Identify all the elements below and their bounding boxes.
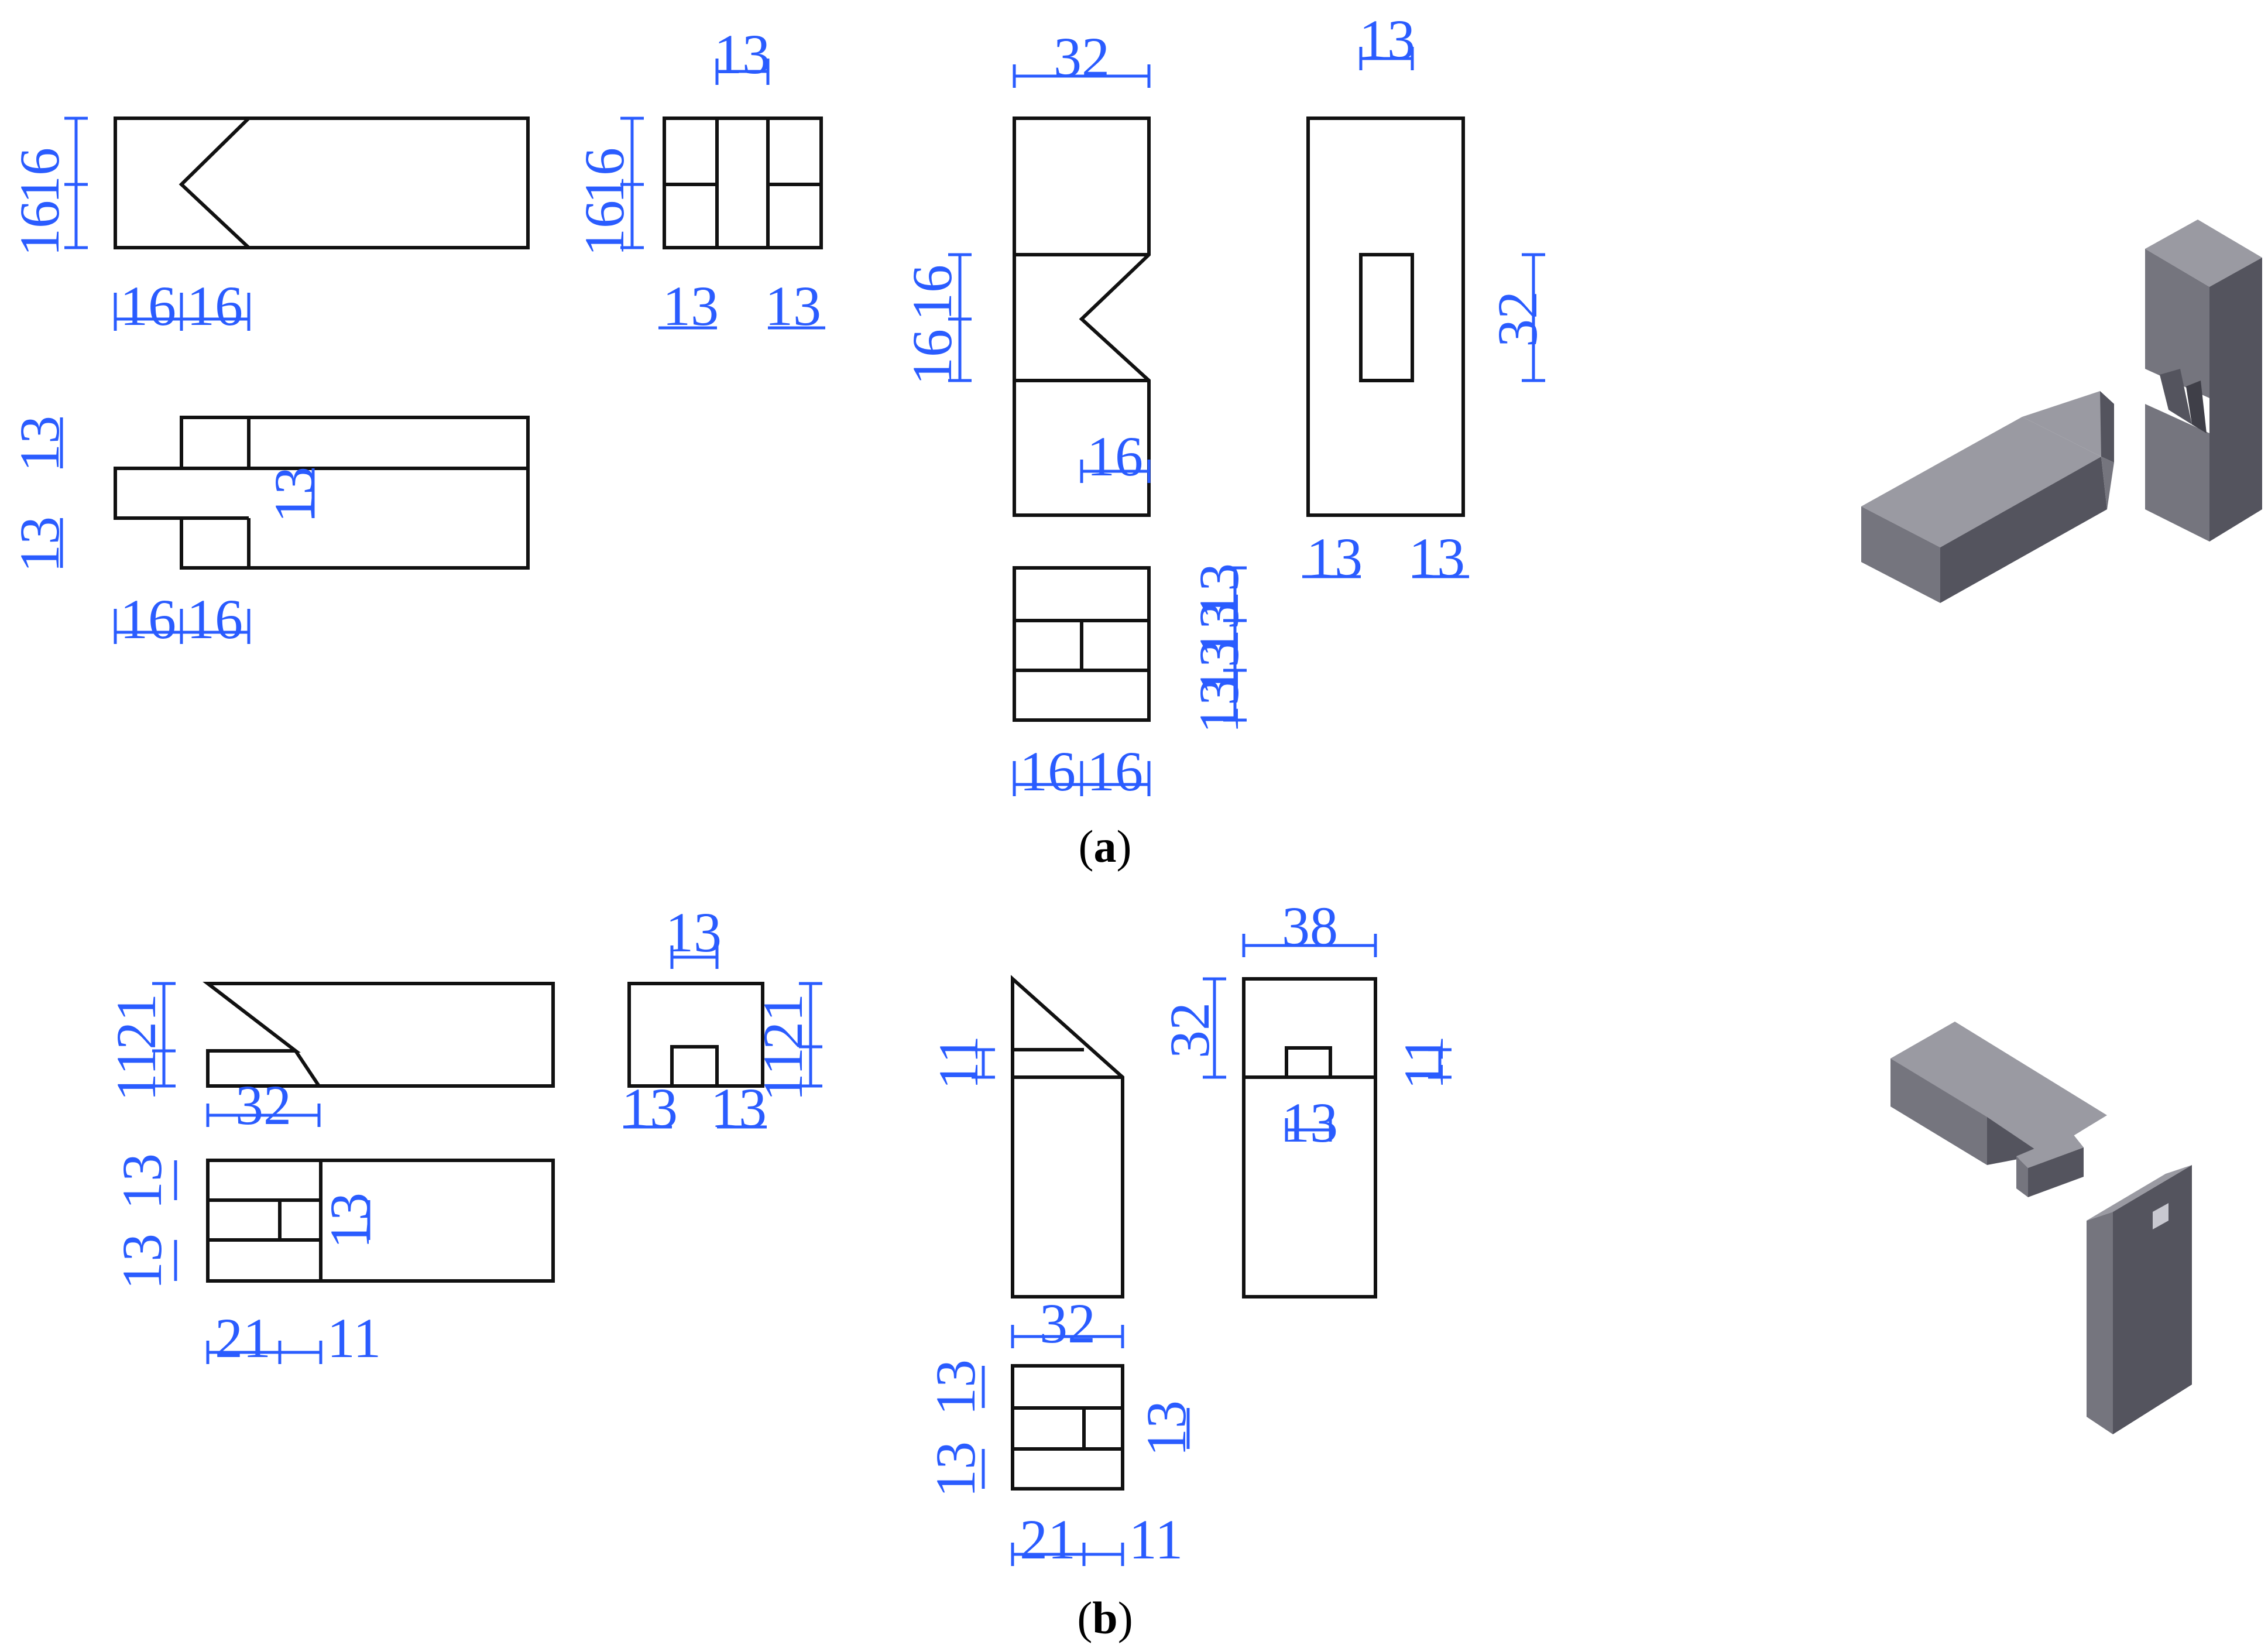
dim-a-22: 13 [1188, 677, 1250, 734]
dim-b-15: 38 [1282, 895, 1338, 958]
dim-b-18: 13 [1282, 1091, 1338, 1154]
dim-a-26: 32 [1486, 291, 1549, 347]
a-tenon-plan-view: 13 13 13 16 16 [8, 416, 530, 650]
caption-b: (b) [1077, 1592, 1133, 1643]
dim-a-20: 13 [1188, 601, 1250, 657]
panel-b: 11 21 32 13 11 21 13 13 [105, 895, 2192, 1643]
dim-a-5: 13 [714, 23, 770, 85]
a-mortise-bottom-view: 13 13 13 13 16 16 [1013, 563, 1250, 803]
dim-a-12: 13 [263, 467, 325, 523]
a-mortise-front-view: 32 16 16 16 [901, 26, 1151, 517]
a-tenon-side [1940, 457, 2107, 603]
dim-b-5: 11 [752, 1047, 814, 1101]
a-tenon-top [1861, 417, 2101, 547]
dim-b-9: 13 [111, 1153, 173, 1210]
a-tenon-front [1861, 506, 1940, 603]
dim-b-1: 11 [105, 1047, 167, 1101]
dim-a-7: 16 [573, 200, 636, 256]
dim-a-6: 16 [573, 148, 636, 204]
dim-a-28: 13 [1409, 526, 1465, 589]
dim-b-14: 11 [927, 1036, 990, 1089]
dim-b-4: 13 [665, 901, 722, 964]
a-post-side [2209, 258, 2262, 542]
b-post-side [2113, 1165, 2192, 1434]
b-tenon-front [1890, 1058, 1987, 1165]
panel-a: 16 16 16 16 13 16 16 13 13 [8, 8, 2262, 872]
dim-b-8: 13 [711, 1077, 767, 1139]
dim-a-1: 16 [8, 148, 71, 204]
dim-b-20: 13 [924, 1359, 987, 1416]
a-post-front [2145, 249, 2209, 398]
b-mortise-bottom-view: 32 13 13 13 21 11 [924, 1292, 1198, 1571]
dim-a-3: 16 [120, 275, 176, 337]
dim-a-21: 13 [1188, 639, 1250, 695]
dim-a-24: 16 [1087, 740, 1143, 803]
dim-a-8: 13 [663, 275, 719, 337]
dim-b-2: 21 [105, 993, 167, 1050]
dim-b-21: 13 [924, 1441, 987, 1498]
dim-b-12: 21 [215, 1307, 271, 1369]
dim-a-14: 16 [187, 588, 243, 650]
dim-a-17: 16 [901, 329, 963, 385]
dim-a-15: 32 [1054, 26, 1110, 88]
dim-a-23: 16 [1020, 740, 1076, 803]
b-tenon-end-view: 13 11 21 13 13 [622, 901, 822, 1139]
dim-b-7: 13 [622, 1077, 678, 1139]
a-isometric-render [1861, 220, 2262, 603]
dim-a-10: 13 [8, 416, 71, 472]
dim-b-6: 21 [752, 993, 814, 1050]
dim-a-11: 13 [8, 516, 71, 573]
dim-b-10: 13 [111, 1234, 173, 1290]
dim-b-13: 11 [327, 1307, 381, 1369]
b-isometric-render [1890, 1022, 2192, 1434]
dim-a-18: 16 [1087, 425, 1143, 488]
dim-a-27: 13 [1306, 526, 1363, 589]
dim-a-25: 13 [1359, 8, 1415, 71]
a-tenon-side-view: 16 16 16 16 [8, 117, 530, 337]
b-tenon-plan-view: 13 13 13 21 11 [111, 1153, 555, 1369]
a-mortise-side-view: 13 32 13 13 [1302, 8, 1549, 589]
dim-b-19: 32 [1039, 1292, 1096, 1355]
b-mortise-side-view: 38 32 11 13 [1158, 895, 1455, 1298]
a-post-top [2145, 220, 2262, 287]
caption-a: (a) [1079, 821, 1132, 872]
b-post-front [2087, 1212, 2113, 1434]
b-tenon-side-view: 11 21 32 [105, 982, 555, 1136]
a-tenon-end-view: 13 16 16 13 13 [573, 23, 825, 337]
dim-b-23: 21 [1020, 1508, 1076, 1571]
dim-a-13: 16 [120, 588, 176, 650]
dim-b-16: 32 [1158, 1002, 1221, 1058]
dim-a-16: 16 [901, 265, 963, 321]
dim-b-24: 11 [1129, 1508, 1183, 1571]
dim-b-11: 13 [318, 1193, 381, 1249]
b-mortise-front-view: 11 [927, 975, 1124, 1298]
dim-b-17: 11 [1392, 1036, 1455, 1089]
dim-a-19: 13 [1188, 563, 1250, 619]
dim-b-3: 32 [235, 1074, 291, 1136]
dim-b-22: 13 [1135, 1400, 1198, 1457]
dim-a-4: 16 [187, 275, 243, 337]
dim-a-2: 16 [8, 200, 71, 256]
dim-a-9: 13 [765, 275, 821, 337]
b-tenon-top [1890, 1022, 2107, 1154]
